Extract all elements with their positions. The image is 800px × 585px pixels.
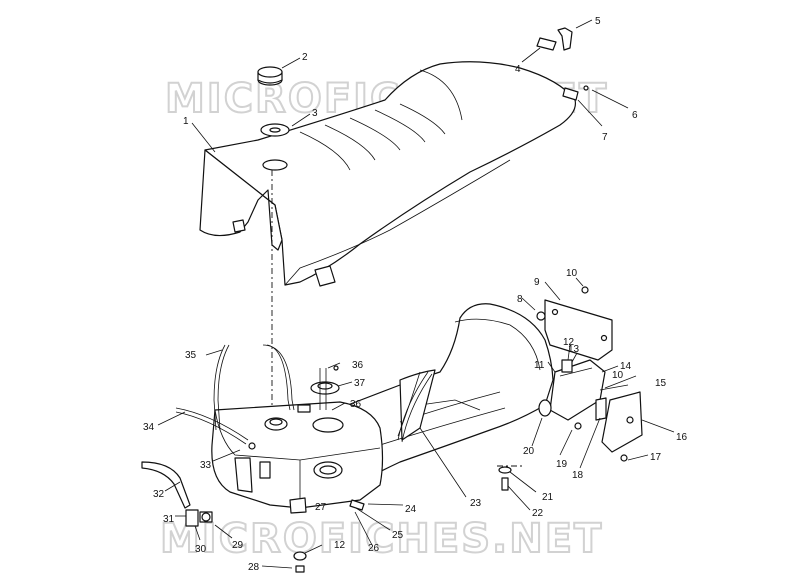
seat-assembly: [199, 61, 577, 287]
callout-33: 33: [200, 460, 212, 471]
callout-28: 28: [248, 562, 260, 573]
callout-16: 16: [676, 432, 688, 443]
callout-8: 8: [517, 294, 523, 305]
drain-bolt: [293, 551, 307, 573]
callout-31: 31: [163, 514, 175, 525]
fuel-tank: [211, 401, 384, 514]
callout-6: 6: [632, 110, 638, 121]
fuel-hoses: [141, 344, 433, 509]
small-hardware: [248, 365, 512, 491]
callout-21: 21: [542, 492, 554, 503]
callout-12-bottom: 12: [334, 540, 346, 551]
callout-26: 26: [368, 543, 380, 554]
callout-29: 29: [232, 540, 244, 551]
leader-lines: [157, 19, 675, 569]
frame-assembly: [329, 303, 554, 497]
callout-3: 3: [312, 108, 318, 119]
callout-19: 19: [556, 459, 568, 470]
callout-12-top: 12: [563, 337, 575, 348]
callout-37: 37: [354, 378, 366, 389]
callout-35: 35: [185, 350, 197, 361]
watermark-bottom: MICROFICHES.NET: [160, 516, 603, 562]
cap-gasket: [260, 123, 290, 137]
callout-2: 2: [302, 52, 308, 63]
callout-24: 24: [405, 504, 417, 515]
callout-5: 5: [595, 16, 601, 27]
callout-10-top: 10: [566, 268, 578, 279]
callout-13: 13: [568, 344, 580, 355]
callout-20: 20: [523, 446, 535, 457]
callout-27: 27: [315, 502, 327, 513]
fuel-valve: [185, 509, 213, 527]
callout-15: 15: [655, 378, 667, 389]
callout-36-top: 36: [352, 360, 364, 371]
callout-22: 22: [532, 508, 544, 519]
callout-36-mid: 36: [350, 399, 362, 410]
callout-11: 11: [534, 360, 545, 371]
callout-30: 30: [195, 544, 207, 555]
callout-34: 34: [143, 422, 155, 433]
callout-25: 25: [392, 530, 404, 541]
fuel-sender: [310, 368, 340, 410]
callout-18: 18: [572, 470, 584, 481]
callout-7: 7: [602, 132, 608, 143]
callout-9: 9: [534, 277, 540, 288]
callout-labels: 1 2 3 4 5 6 7 8 9 10 10 12 12 11 13 14 1…: [143, 16, 688, 573]
mount-plate: [536, 286, 613, 361]
gas-cap: [257, 66, 283, 86]
callout-10-right: 10: [612, 370, 624, 381]
callout-14: 14: [620, 361, 632, 372]
callout-4: 4: [515, 64, 521, 75]
callout-17: 17: [650, 452, 662, 463]
rear-bracket: [538, 359, 643, 462]
callout-1: 1: [183, 116, 189, 127]
callout-32: 32: [153, 489, 165, 500]
seat-hinge-parts: [536, 27, 589, 101]
callout-23: 23: [470, 498, 482, 509]
